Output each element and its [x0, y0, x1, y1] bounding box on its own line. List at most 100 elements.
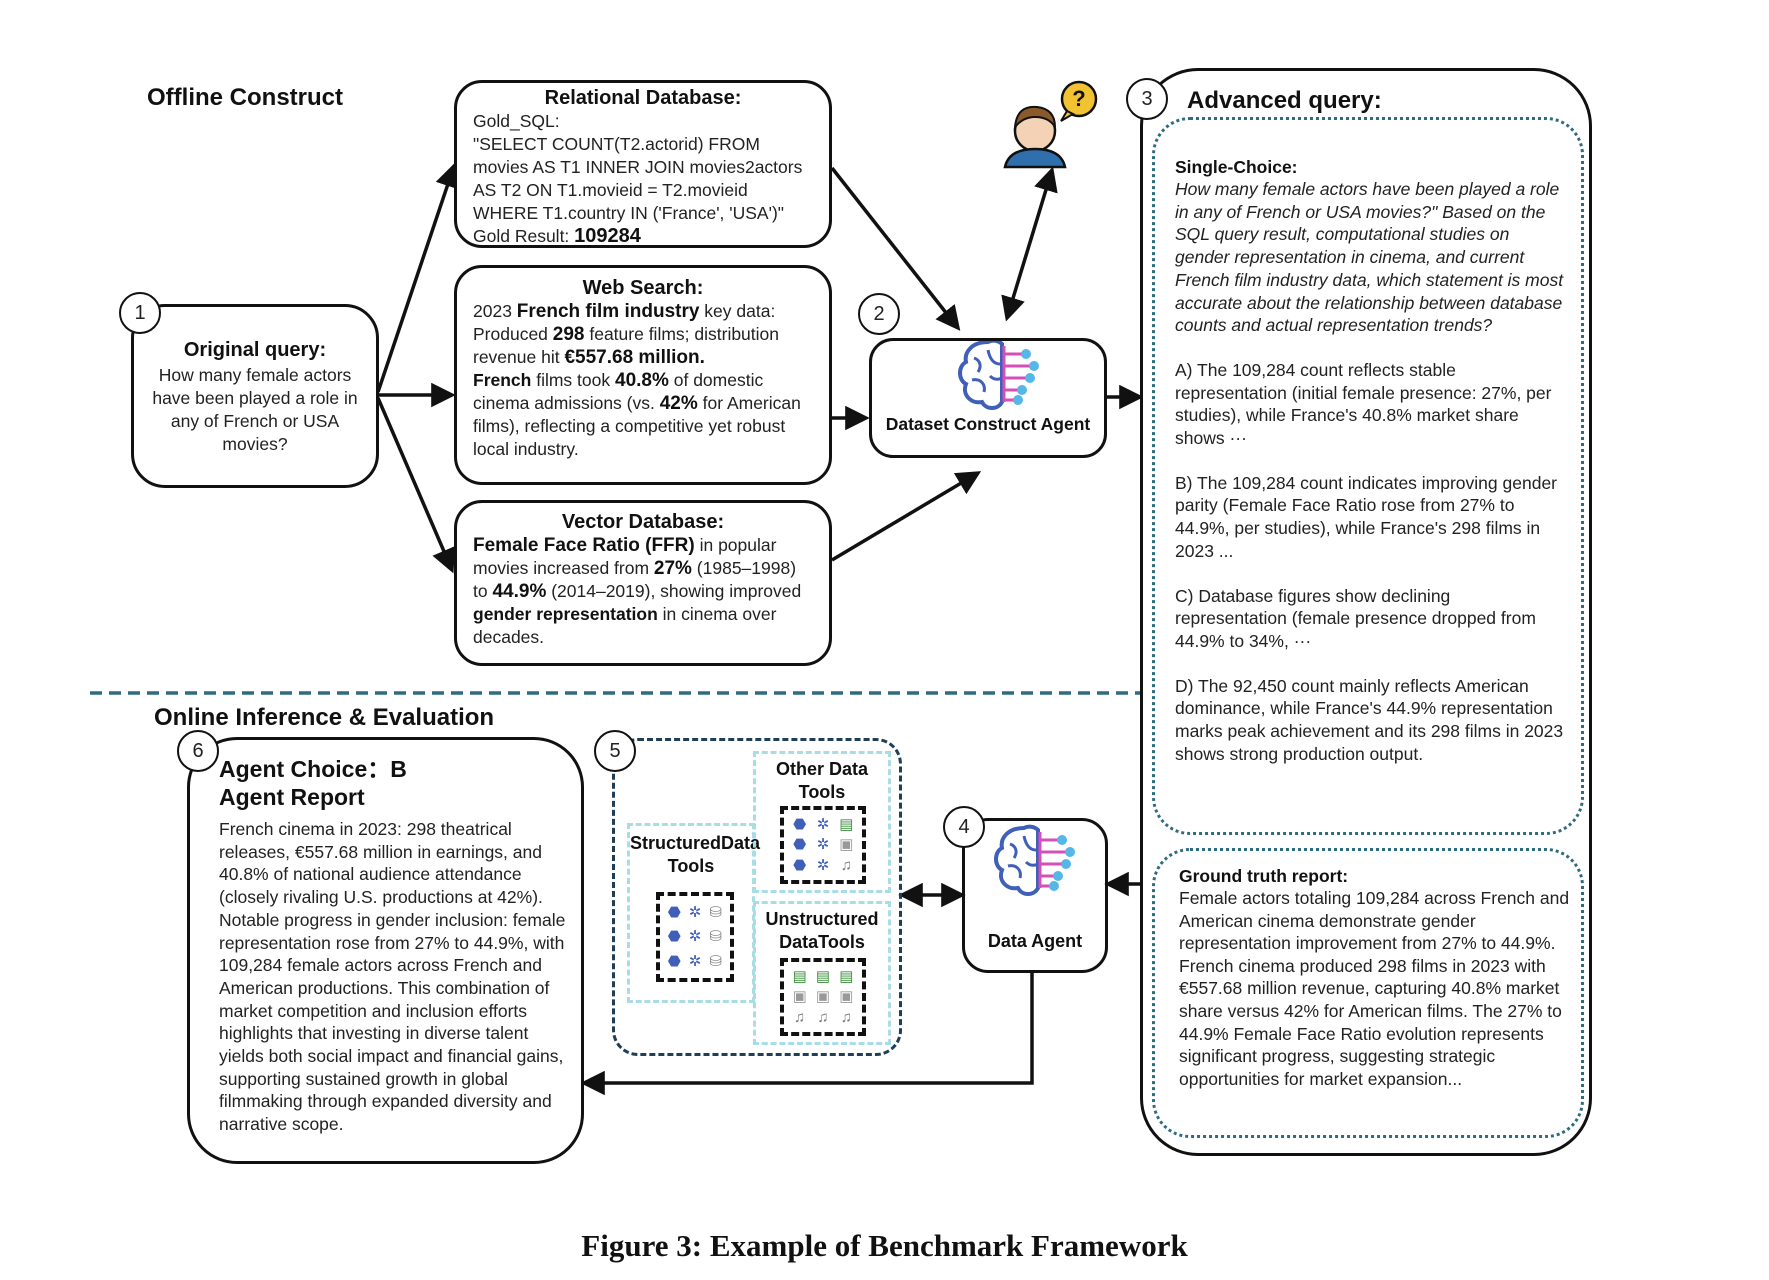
database-tool-icon[interactable]: ⛁ — [709, 903, 722, 921]
arrow-query-to-vector — [376, 397, 456, 574]
arrow-query-to-relational — [376, 162, 459, 393]
single-choice-question: How many female actors have been played … — [1175, 179, 1564, 336]
vector-text-bold: gender representation — [473, 604, 658, 624]
chart-tool-icon[interactable]: ⬣ — [793, 857, 807, 875]
structured-tools-grid[interactable]: ⬣ ✲ ⛁ ⬣ ✲ ⛁ ⬣ ✲ ⛁ — [656, 892, 734, 982]
web-search-box: Web Search: 2023 French film industry ke… — [454, 265, 832, 485]
agent-choice: Agent Choice：B — [219, 756, 407, 782]
vector-text: in cinema over — [657, 604, 777, 624]
web-text: 2023 — [473, 301, 517, 321]
gold-sql-line: "SELECT COUNT(T2.actorid) FROM — [473, 134, 760, 154]
ground-truth-text: Female actors totaling 109,284 across Fr… — [1179, 888, 1570, 1089]
network-tool-icon[interactable]: ✲ — [688, 903, 702, 921]
option-c: C) Database figures show declining repre… — [1175, 585, 1536, 651]
data-agent-box: Data Agent — [962, 818, 1108, 973]
gold-sql-line: AS T2 ON T1.movieid = T2.movieid — [473, 180, 748, 200]
audio-file-icon[interactable]: ♫ — [794, 1009, 806, 1027]
image-file-icon[interactable]: ▣ — [815, 988, 831, 1006]
web-text: feature films; distribution — [584, 324, 780, 344]
network-tool-icon[interactable]: ✲ — [816, 815, 830, 833]
image-file-icon[interactable]: ▣ — [839, 836, 854, 854]
image-file-icon[interactable]: ▣ — [792, 988, 807, 1006]
step-4-badge: 4 — [943, 806, 985, 848]
vector-text-bold: 27% — [653, 558, 692, 579]
option-b: B) The 109,284 count indicates improving… — [1175, 472, 1558, 561]
single-choice-label: Single-Choice: — [1175, 157, 1298, 177]
vector-text: to — [473, 581, 493, 601]
chart-tool-icon[interactable]: ⬣ — [667, 953, 681, 971]
data-agent-brain-icon — [994, 824, 1075, 896]
advanced-query-panel: Advanced query: — [1140, 68, 1592, 1156]
dataset-construct-agent-label: Dataset Construct Agent — [885, 414, 1091, 434]
step-2-badge: 2 — [858, 293, 900, 335]
original-query-title: Original query: — [183, 339, 327, 361]
chart-tool-icon[interactable]: ⬣ — [667, 903, 681, 921]
arrow-vector-to-agent — [831, 471, 982, 562]
pdf-file-icon[interactable]: ▤ — [792, 967, 807, 985]
web-text: revenue hit — [473, 347, 565, 367]
chart-tool-icon[interactable]: ⬣ — [793, 836, 807, 854]
vector-text: decades. — [473, 627, 545, 647]
original-query-box: Original query: How many female actors h… — [131, 304, 379, 488]
web-text: of domestic — [668, 370, 764, 390]
data-agent-label: Data Agent — [987, 931, 1083, 951]
offline-construct-label: Offline Construct — [147, 84, 343, 111]
web-text-bold: €557.68 million. — [564, 347, 705, 368]
web-text: for American — [697, 393, 801, 413]
pdf-file-icon[interactable]: ▤ — [839, 815, 854, 833]
gold-sql-line: WHERE T1.country IN ('France', 'USA')" — [473, 203, 784, 223]
arrow-agent-person — [1001, 166, 1058, 322]
web-text-bold: French — [473, 370, 532, 390]
agent-report-box: Agent Choice：B Agent Report French cinem… — [187, 737, 584, 1164]
relational-database-title: Relational Database: — [544, 87, 742, 109]
other-tools-grid[interactable]: ⬣ ✲ ▤ ⬣ ✲ ▣ ⬣ ✲ ♫ — [780, 806, 866, 884]
unstructured-tools-grid[interactable]: ▤ ▤ ▤ ▣ ▣ ▣ ♫ ♫ ♫ — [780, 958, 866, 1036]
ground-truth-label: Ground truth report: — [1179, 866, 1349, 886]
other-tools-group: Other Data Tools ⬣✲▤ ⬣✲▣ ⬣✲♫ — [753, 751, 891, 893]
web-text: cinema admissions (vs. — [473, 393, 660, 413]
network-tool-icon[interactable]: ✲ — [688, 928, 702, 946]
pdf-file-icon[interactable]: ▤ — [815, 967, 831, 985]
web-text: films), reflecting a competitive yet rob… — [473, 416, 786, 436]
audio-file-icon[interactable]: ♫ — [840, 1009, 852, 1027]
database-tool-icon[interactable]: ⛁ — [709, 928, 722, 946]
audio-file-icon[interactable]: ♫ — [840, 857, 852, 875]
question-mark-icon: ? — [1072, 86, 1085, 111]
figure-caption: Figure 3: Example of Benchmark Framework — [581, 1228, 1188, 1263]
web-text-bold: French film industry — [516, 301, 700, 322]
vector-database-title: Vector Database: — [561, 511, 725, 533]
vector-text-bold: Female Face Ratio (FFR) — [473, 535, 695, 556]
gold-result-value: 109284 — [574, 225, 641, 247]
vector-text: (1985–1998) — [691, 558, 797, 578]
chart-tool-icon[interactable]: ⬣ — [793, 815, 807, 833]
step-6-badge: 6 — [177, 730, 219, 772]
network-tool-icon[interactable]: ✲ — [688, 953, 702, 971]
web-text-bold: 298 — [552, 324, 585, 345]
single-choice-box: Single-Choice: How many female actors ha… — [1152, 117, 1584, 835]
step-3-badge: 3 — [1126, 78, 1168, 120]
data-tools-panel: StructuredData Tools ⬣✲⛁ ⬣✲⛁ ⬣✲⛁ Other D… — [612, 738, 902, 1056]
unstructured-tools-group: Unstructured DataTools ▤▤▤ ▣▣▣ ♫♫♫ — [753, 901, 891, 1045]
online-inference-label: Online Inference & Evaluation — [154, 704, 495, 731]
web-text-bold: 40.8% — [615, 370, 669, 391]
image-file-icon[interactable]: ▣ — [839, 988, 854, 1006]
confused-person-icon: ? — [1003, 80, 1098, 169]
agent-report-title: Agent Report — [219, 784, 365, 810]
web-text-bold: 42% — [659, 393, 698, 414]
web-text: films took — [531, 370, 615, 390]
network-tool-icon[interactable]: ✲ — [816, 836, 830, 854]
web-text: key data: — [699, 301, 776, 321]
dataset-construct-agent-box: Dataset Construct Agent — [869, 338, 1107, 458]
database-tool-icon[interactable]: ⛁ — [709, 953, 722, 971]
network-tool-icon[interactable]: ✲ — [816, 857, 830, 875]
pdf-file-icon[interactable]: ▤ — [839, 967, 854, 985]
structured-tools-group: StructuredData Tools ⬣ ✲ ⛁ ⬣ ✲ ⛁ ⬣ ✲ ⛁ — [627, 823, 761, 1003]
chart-tool-icon[interactable]: ⬣ — [667, 928, 681, 946]
original-query-text: How many female actors have been played … — [152, 365, 358, 454]
arrow-relational-to-agent — [830, 166, 961, 331]
gold-result-label: Gold Result: — [473, 226, 570, 246]
audio-file-icon[interactable]: ♫ — [817, 1009, 829, 1027]
option-a: A) The 109,284 count reflects stable rep… — [1175, 359, 1552, 449]
structured-tools-label: StructuredData Tools — [630, 833, 761, 876]
